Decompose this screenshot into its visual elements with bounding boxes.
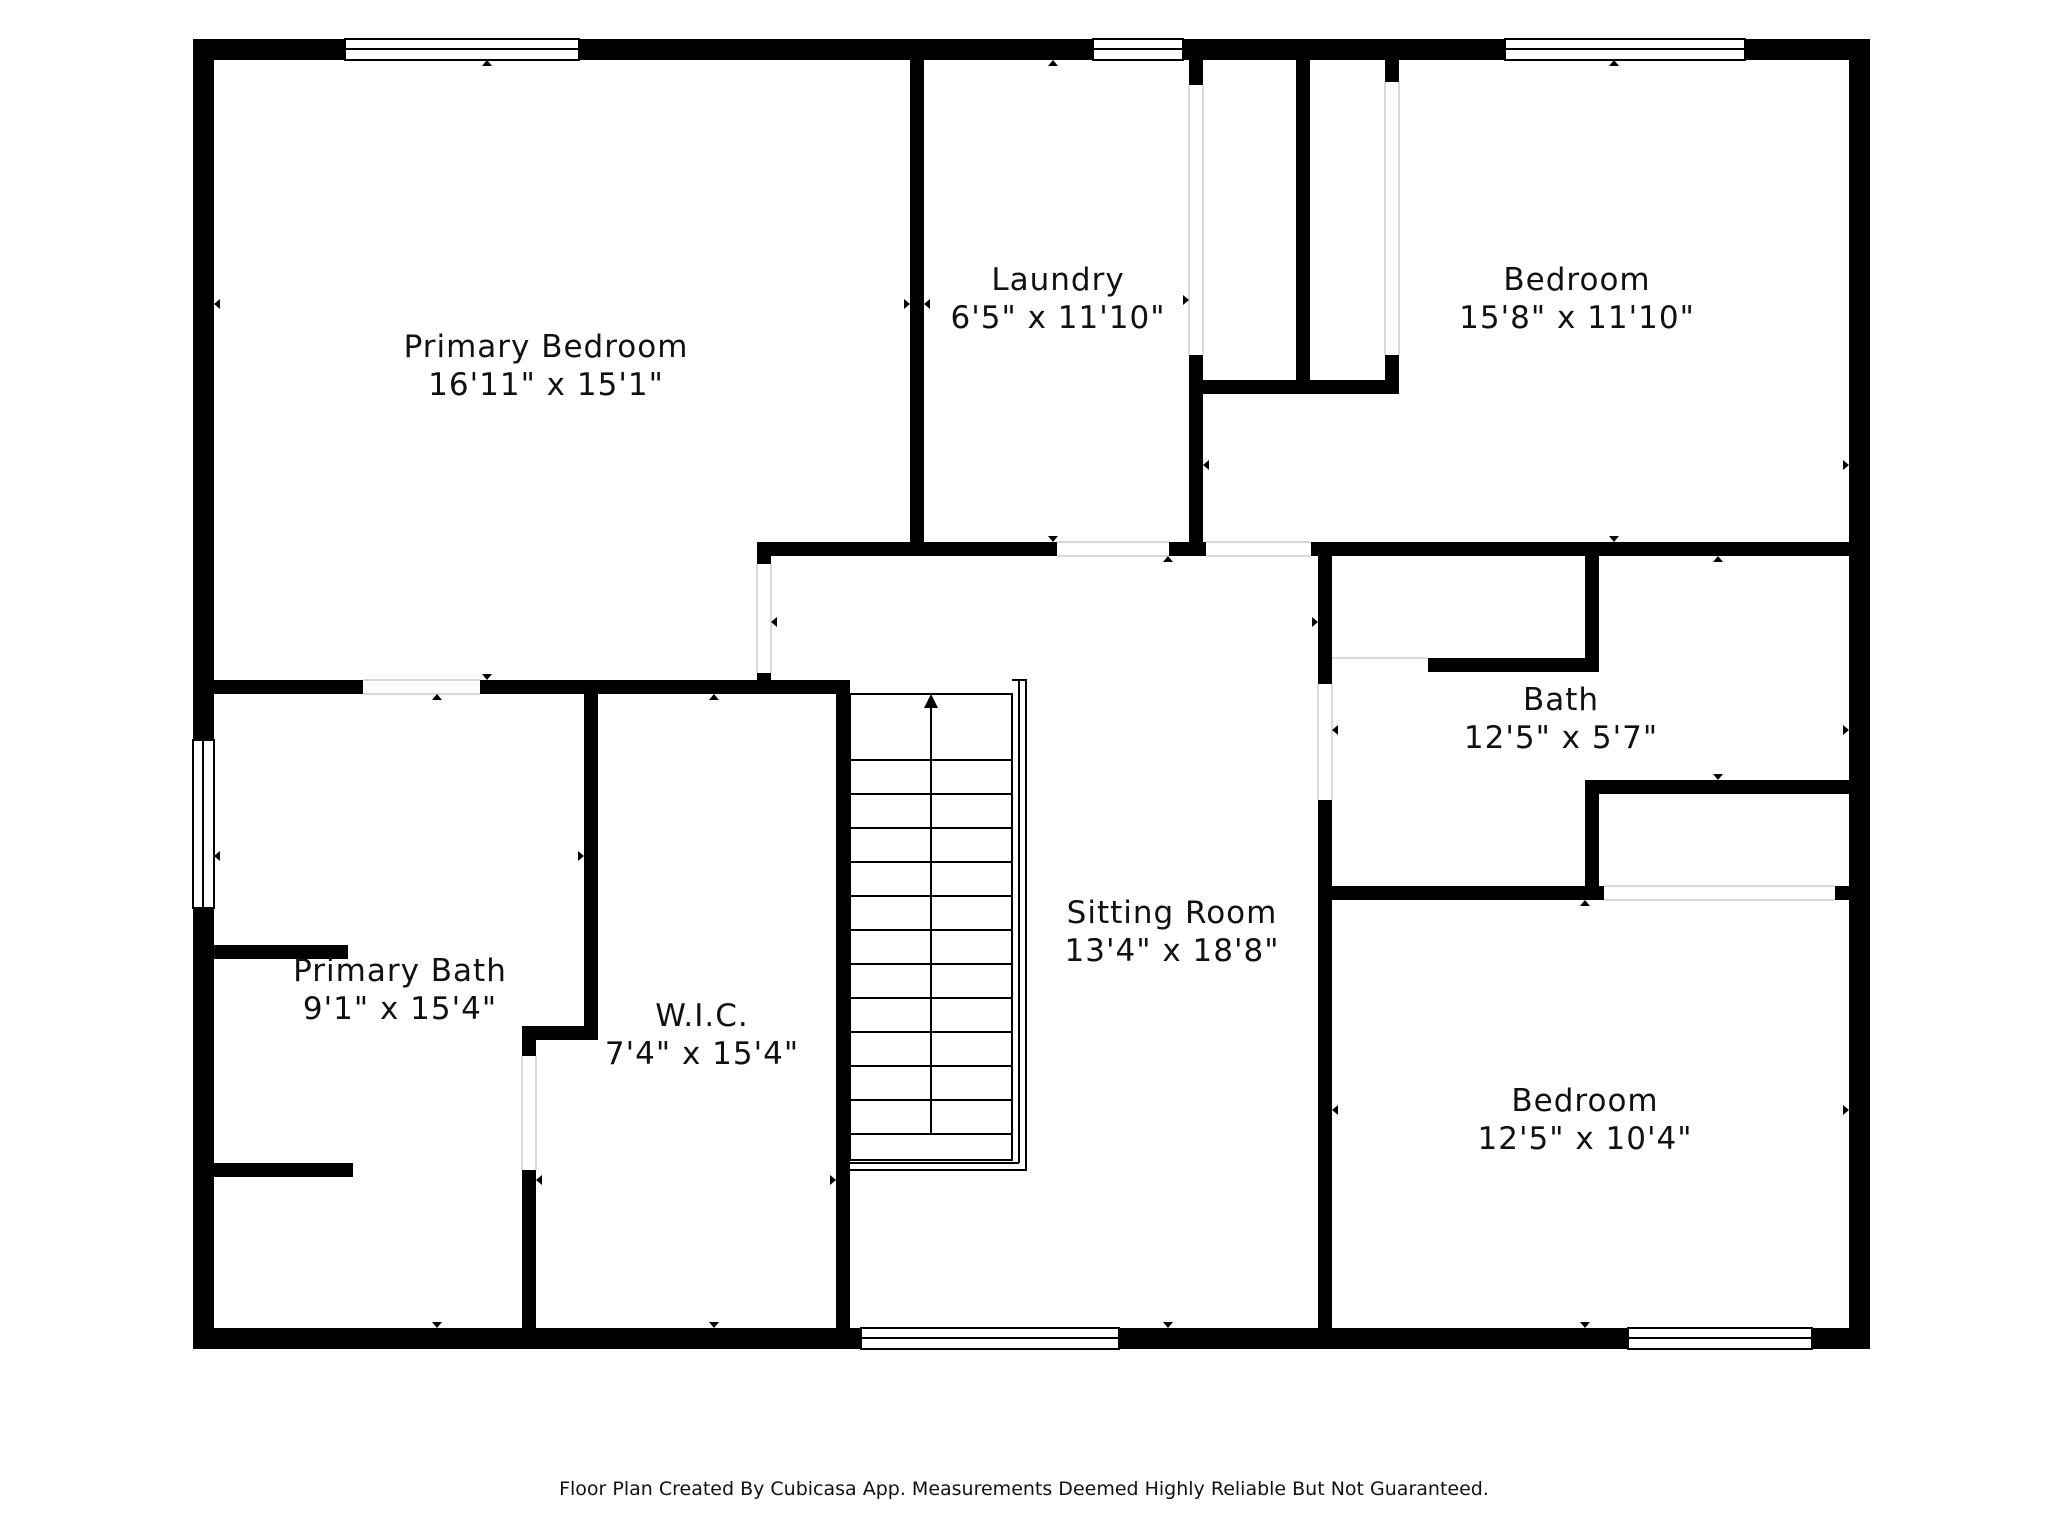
room-name-sitting-room: Sitting Room — [1067, 895, 1278, 931]
room-dims-wic: 7'4" x 15'4" — [605, 1036, 799, 1072]
room-name-wic: W.I.C. — [655, 998, 748, 1034]
room-dims-primary-bedroom: 16'11" x 15'1" — [428, 367, 664, 403]
dimension-ticks — [214, 60, 1849, 1328]
room-name-bedroom-ne: Bedroom — [1503, 262, 1650, 298]
stair-arrow-icon — [924, 694, 938, 708]
staircase — [849, 679, 1027, 1171]
room-dims-bath: 12'5" x 5'7" — [1464, 720, 1658, 756]
disclaimer-footer: Floor Plan Created By Cubicasa App. Meas… — [559, 1478, 1489, 1500]
room-name-primary-bath: Primary Bath — [293, 953, 507, 989]
room-dims-primary-bath: 9'1" x 15'4" — [303, 991, 497, 1027]
room-name-bath: Bath — [1523, 682, 1599, 718]
room-name-laundry: Laundry — [991, 262, 1124, 298]
room-dims-sitting-room: 13'4" x 18'8" — [1065, 933, 1280, 969]
room-dims-laundry: 6'5" x 11'10" — [951, 300, 1166, 336]
room-labels: Primary Bedroom 16'11" x 15'1" Laundry 6… — [293, 262, 1695, 1157]
room-name-bedroom-se: Bedroom — [1511, 1083, 1658, 1119]
room-dims-bedroom-se: 12'5" x 10'4" — [1478, 1121, 1693, 1157]
room-name-primary-bedroom: Primary Bedroom — [404, 329, 689, 365]
windows — [192, 38, 1813, 1350]
walls — [193, 39, 1870, 1349]
openings — [363, 82, 1835, 1170]
room-dims-bedroom-ne: 15'8" x 11'10" — [1459, 300, 1695, 336]
